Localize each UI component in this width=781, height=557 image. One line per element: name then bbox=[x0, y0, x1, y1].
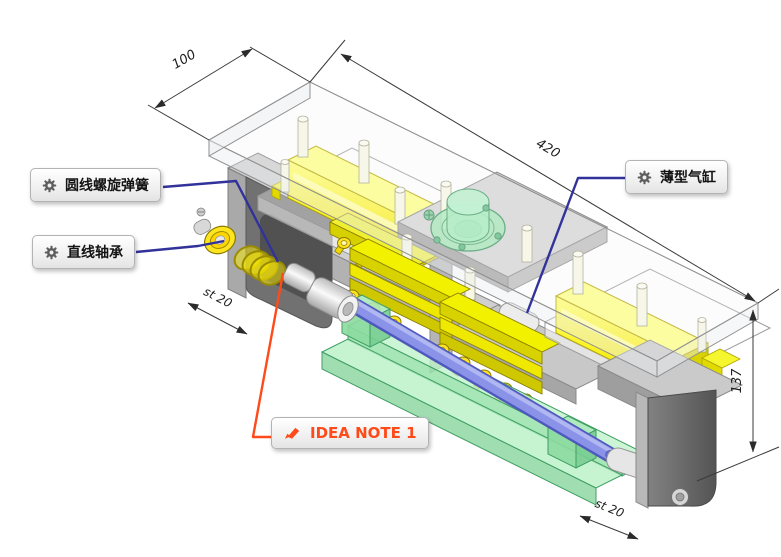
leader-line-idea-note bbox=[251, 272, 285, 439]
right-bracket bbox=[596, 339, 744, 509]
dimension-label: 420 bbox=[533, 136, 562, 162]
leader-line-bearing bbox=[135, 239, 225, 254]
callout-label: IDEA NOTE 1 bbox=[310, 424, 417, 442]
callout-label: 圆线螺旋弹簧 bbox=[65, 178, 149, 194]
callout-coil-spring[interactable]: 圆线螺旋弹簧 bbox=[30, 168, 161, 202]
callout-thin-cylinder[interactable]: 薄型气缸 bbox=[625, 160, 728, 194]
coil-spring-part bbox=[233, 245, 287, 286]
pencil-icon bbox=[283, 425, 302, 441]
leader-line-thin-cylinder bbox=[525, 176, 625, 314]
gear-icon bbox=[637, 170, 652, 185]
standoff-pin bbox=[297, 115, 309, 158]
dimension-height-137: 137 bbox=[696, 309, 780, 482]
dimension-stroke-right: st 20 bbox=[579, 496, 639, 540]
dimension-label: st 20 bbox=[593, 496, 626, 520]
shaft-rod bbox=[330, 288, 620, 464]
bolt bbox=[671, 488, 689, 506]
gear-icon bbox=[42, 178, 57, 193]
screw bbox=[196, 207, 206, 217]
callout-linear-bearing[interactable]: 直线轴承 bbox=[32, 235, 135, 269]
callout-label: 直线轴承 bbox=[67, 245, 123, 261]
callout-idea-note[interactable]: IDEA NOTE 1 bbox=[271, 417, 429, 449]
callout-label: 薄型气缸 bbox=[660, 170, 716, 186]
coil-spring-and-bearing bbox=[193, 207, 359, 323]
bearing-cap bbox=[193, 218, 212, 235]
standoff-pin bbox=[697, 317, 707, 353]
dimension-label: 100 bbox=[170, 47, 199, 73]
linear-bushing bbox=[282, 262, 359, 323]
gear-icon bbox=[44, 245, 59, 260]
dimension-label: 137 bbox=[730, 368, 745, 394]
leader-line-spring bbox=[162, 179, 280, 263]
